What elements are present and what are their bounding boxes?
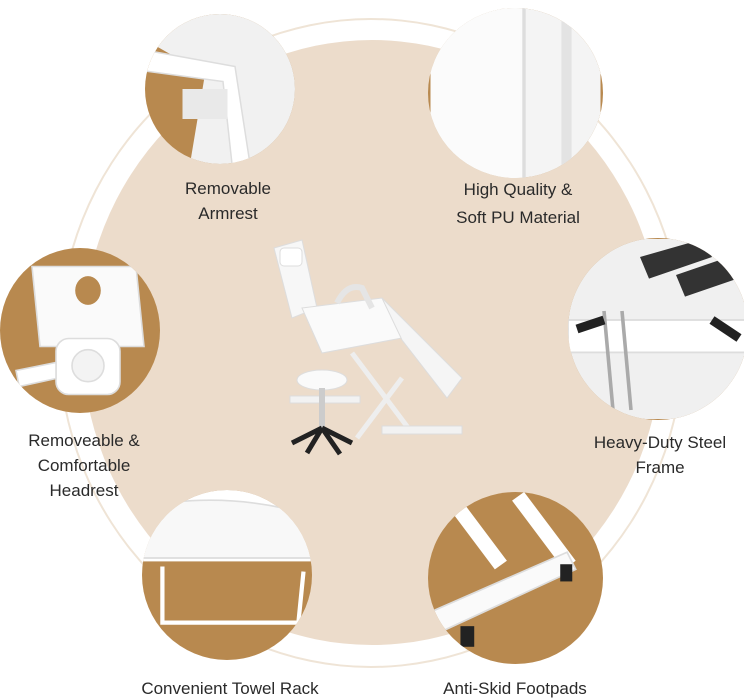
headrest-detail-image <box>0 248 160 413</box>
label-line: Anti-Skid Footpads <box>443 679 587 698</box>
feature-label-towel-rack: Convenient Towel Rack <box>141 676 318 700</box>
feature-label-armrest: Removable Armrest <box>185 176 271 226</box>
feature-label-footpads: Anti-Skid Footpads <box>443 676 587 700</box>
feature-label-steel-frame: Heavy-Duty Steel Frame <box>594 430 726 480</box>
towel-rack-detail-image <box>142 490 312 660</box>
feature-label-headrest: Removeable & Comfortable Headrest <box>28 428 140 503</box>
label-line: Soft PU Material <box>456 208 580 227</box>
feature-label-pu-material: High Quality & Soft PU Material <box>456 176 580 232</box>
facial-chair-image <box>273 239 463 456</box>
armrest-detail-image <box>145 14 295 164</box>
label-line: Heavy-Duty Steel <box>593 433 727 452</box>
label-line: Convenient Towel Rack <box>141 679 319 698</box>
label-line: Comfortable <box>37 456 131 475</box>
label-line: Removeable & <box>28 431 140 450</box>
label-line: Removable <box>185 179 271 198</box>
label-line: Headrest <box>49 481 119 500</box>
label-line: Armrest <box>198 204 258 223</box>
steel-frame-detail-image <box>568 238 744 420</box>
label-line: High Quality & <box>463 180 573 199</box>
pu-material-detail-image <box>428 8 603 178</box>
footpads-detail-image <box>428 492 603 664</box>
label-line: Frame <box>635 458 685 477</box>
